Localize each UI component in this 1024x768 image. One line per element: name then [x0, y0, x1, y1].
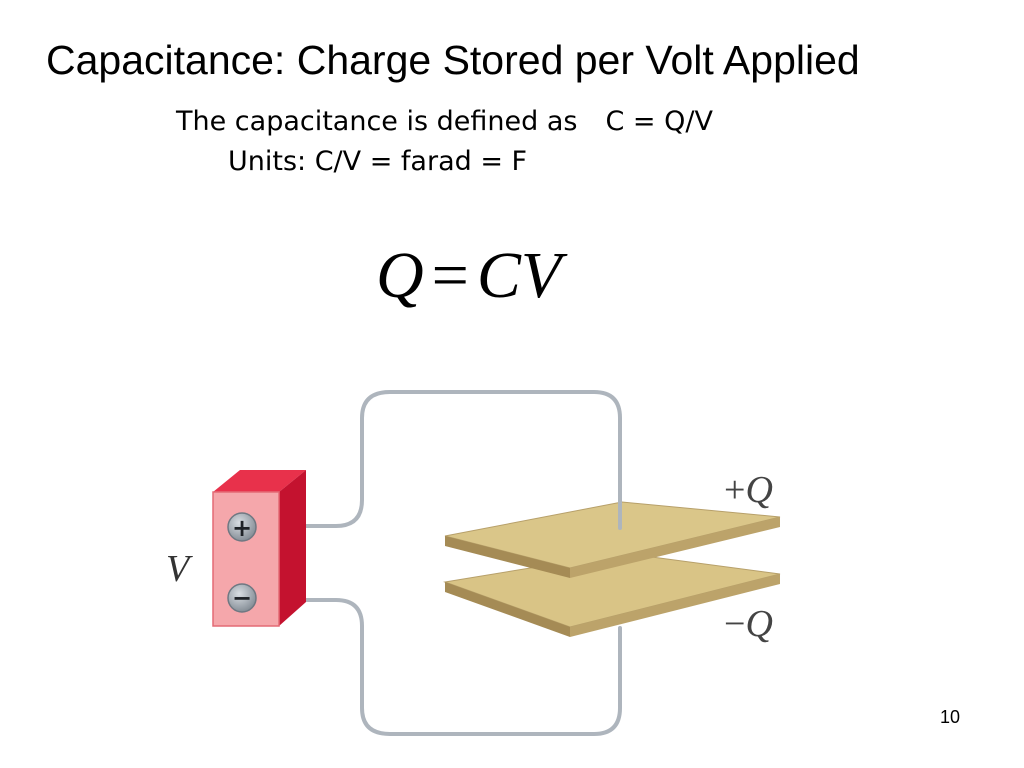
page-number: 10: [940, 707, 961, 727]
top-wire: [254, 390, 622, 532]
battery-top-face: [213, 470, 306, 492]
battery: + −: [212, 470, 306, 627]
equation-q-equals-cv: Q=CV: [376, 236, 561, 316]
top-plate-charge-label: +Q: [724, 469, 773, 511]
slide-title: Capacitance: Charge Stored per Volt Appl…: [46, 37, 860, 83]
bottom-plate-sign: −: [724, 603, 745, 645]
units-text: Units: C/V = farad = F: [228, 146, 528, 177]
battery-side-face: [279, 470, 306, 626]
bottom-wire: [254, 598, 622, 736]
top-plate: [444, 501, 781, 578]
top-plate-sign: +: [724, 469, 745, 511]
equation-sign: =: [431, 239, 469, 312]
bottom-plate-q: Q: [745, 603, 772, 645]
capacitance-definition: The capacitance is defined as C = Q/V: [176, 104, 713, 140]
equation-rhs: CV: [476, 239, 562, 312]
top-plate-q: Q: [745, 469, 772, 511]
battery-minus-symbol: −: [232, 584, 252, 612]
definition-text: The capacitance is defined as: [176, 106, 578, 137]
bottom-plate-charge-label: −Q: [724, 603, 773, 645]
definition-formula: C = Q/V: [605, 106, 713, 137]
battery-voltage-label: V: [166, 548, 193, 590]
battery-minus-terminal: [227, 583, 257, 613]
equation-lhs: Q: [376, 239, 424, 312]
battery-plus-terminal: [227, 512, 257, 542]
battery-plus-symbol: +: [232, 514, 252, 542]
circuit-wires: [254, 390, 622, 736]
